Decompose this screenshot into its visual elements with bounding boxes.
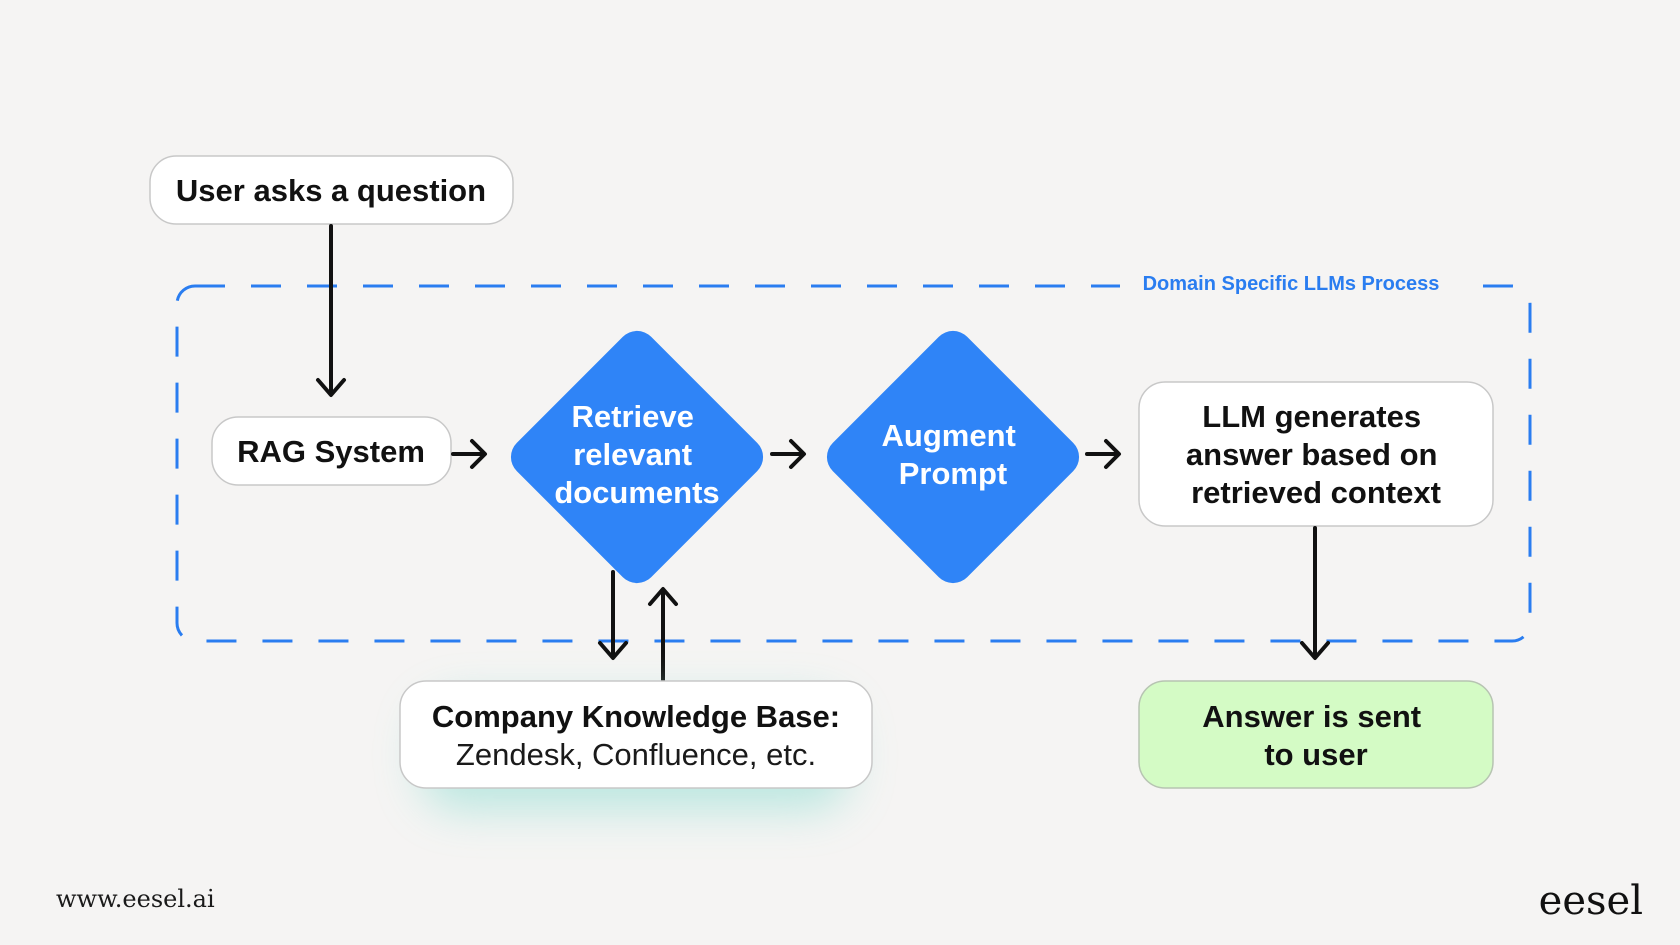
arrow-knowledge-base-to-retrieve (648, 587, 678, 682)
arrow-rag-to-retrieve (451, 439, 487, 469)
knowledge-base-subtitle: Zendesk, Confluence, etc. (456, 737, 816, 772)
region-label: Domain Specific LLMs Process (1143, 273, 1440, 295)
user-question-label: User asks a question (176, 173, 486, 208)
retrieve-diamond (510, 330, 764, 584)
rag-system-label: RAG System (237, 434, 425, 469)
knowledge-base-box (399, 680, 873, 789)
region-label-mask (1120, 270, 1460, 304)
arrow-question-to-rag (316, 224, 346, 397)
llm-generates-box (1138, 381, 1494, 527)
arrow-retrieve-to-augment (770, 439, 806, 469)
arrow-augment-to-llm (1085, 439, 1121, 469)
llm-generates-label: LLM generates answer based on retrieved … (1186, 399, 1446, 510)
answer-sent-label: Answer is sent to user (1202, 699, 1429, 772)
arrow-retrieve-to-knowledge-base (598, 570, 628, 660)
arrow-llm-to-answer (1300, 526, 1330, 660)
footer-url[interactable]: www.eesel.ai (56, 885, 215, 913)
user-question-box (149, 155, 514, 225)
augment-diamond (826, 330, 1080, 584)
augment-label: Augment Prompt (882, 418, 1025, 491)
answer-sent-box (1138, 680, 1494, 789)
retrieve-label: Retrieve relevant documents (554, 399, 719, 510)
eesel-logo: eesel (1539, 878, 1643, 924)
process-region-border (175, 284, 1532, 643)
rag-system-box (211, 416, 452, 486)
knowledge-base-title: Company Knowledge Base: (432, 699, 840, 734)
